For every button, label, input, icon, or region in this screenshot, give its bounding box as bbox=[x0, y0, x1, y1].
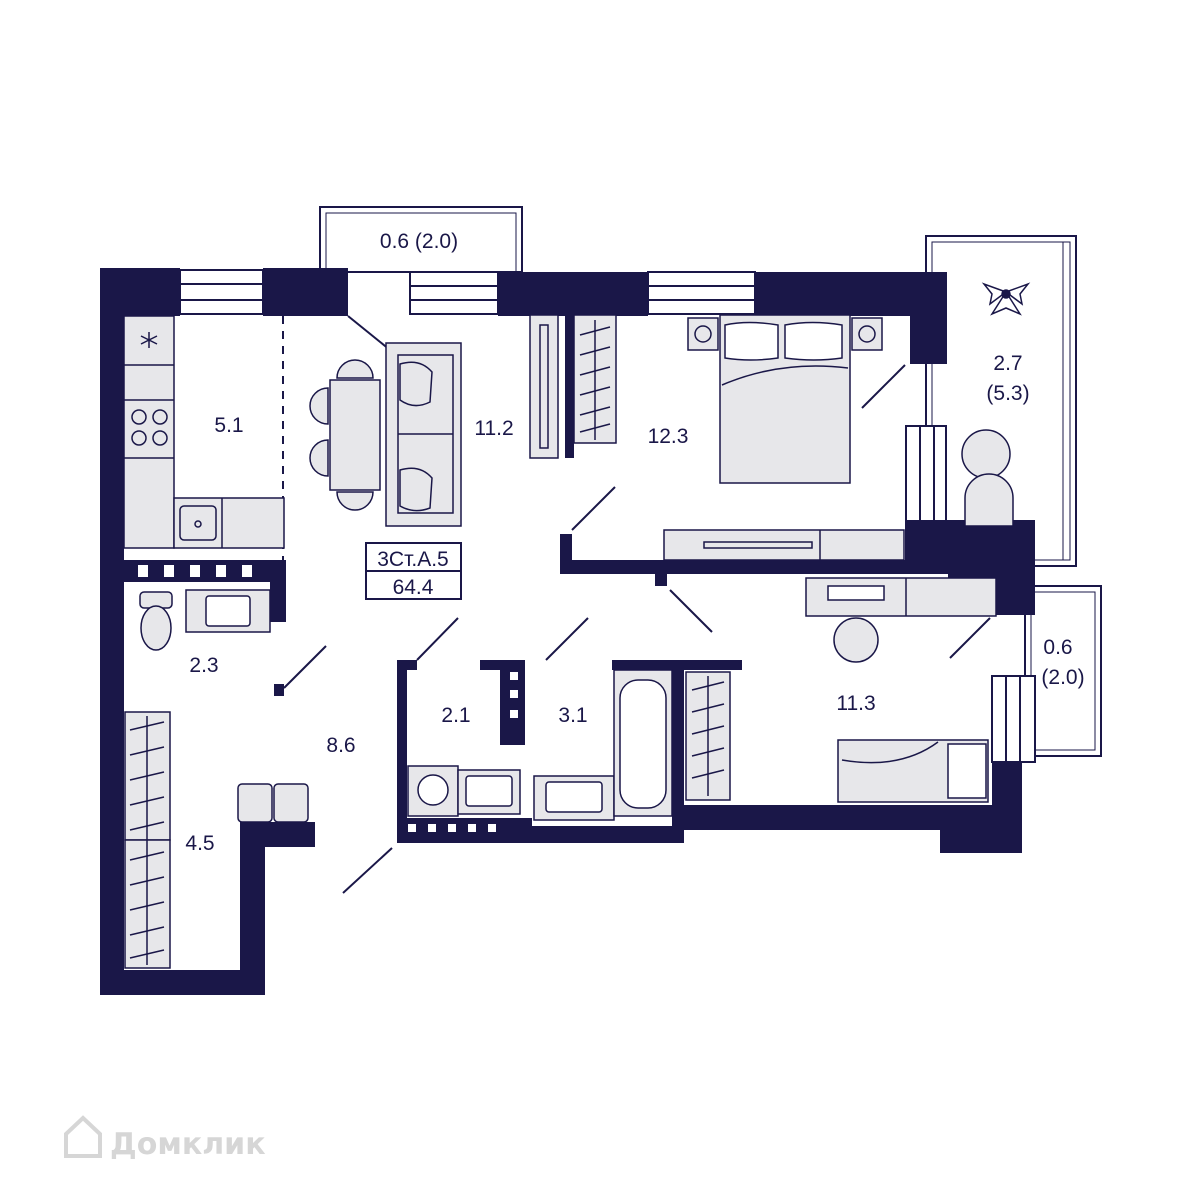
room-area-bedroom: 12.3 bbox=[648, 425, 689, 448]
room-area-kitchen: 5.1 bbox=[214, 414, 243, 437]
room-area-loggia-top: 0.6 (2.0) bbox=[380, 230, 458, 253]
room-area-wc: 2.3 bbox=[189, 654, 218, 677]
total-area: 64.4 bbox=[393, 576, 434, 599]
sofa bbox=[385, 342, 462, 527]
room-area-balcony-right-a: 0.6 bbox=[1043, 636, 1072, 659]
house-logo-icon bbox=[64, 1115, 102, 1158]
bedroom-furniture bbox=[529, 314, 905, 561]
watermark: Домклик bbox=[64, 1115, 266, 1162]
door-lines bbox=[282, 315, 991, 894]
room-area-wardrobe: 4.5 bbox=[185, 832, 214, 855]
room-area-hall: 8.6 bbox=[326, 734, 355, 757]
room-area-loggia-right-a: 2.7 bbox=[993, 352, 1022, 375]
room-area-living: 11.2 bbox=[474, 417, 513, 440]
room-area-balcony-right-b: (2.0) bbox=[1041, 666, 1084, 689]
laundry-bath-fixtures bbox=[407, 669, 673, 821]
room-area-loggia-right-b: (5.3) bbox=[986, 382, 1029, 405]
room-area-bathroom: 3.1 bbox=[558, 704, 587, 727]
watermark-text: Домклик bbox=[110, 1127, 266, 1162]
wc-fixtures bbox=[139, 589, 271, 651]
room-area-child-room: 11.3 bbox=[836, 692, 875, 715]
kitchen-furniture bbox=[123, 315, 285, 549]
windows bbox=[179, 269, 1036, 763]
wardrobe-hangers bbox=[124, 320, 731, 969]
room-area-laundry: 2.1 bbox=[441, 704, 470, 727]
plan-code-box: 3Ст.А.5 64.4 bbox=[365, 542, 462, 600]
plant-icon bbox=[981, 282, 1031, 316]
room-labels: 0.6 (2.0) 5.1 11.2 12.3 2.7 (5.3) 2.3 8.… bbox=[185, 230, 1084, 855]
hall-furniture bbox=[237, 783, 309, 823]
children-furniture bbox=[805, 577, 997, 803]
plan-code: 3Ст.А.5 bbox=[377, 548, 449, 571]
dining-set bbox=[309, 359, 381, 511]
loggia-furniture bbox=[961, 282, 1031, 527]
wall-openings bbox=[138, 565, 518, 832]
